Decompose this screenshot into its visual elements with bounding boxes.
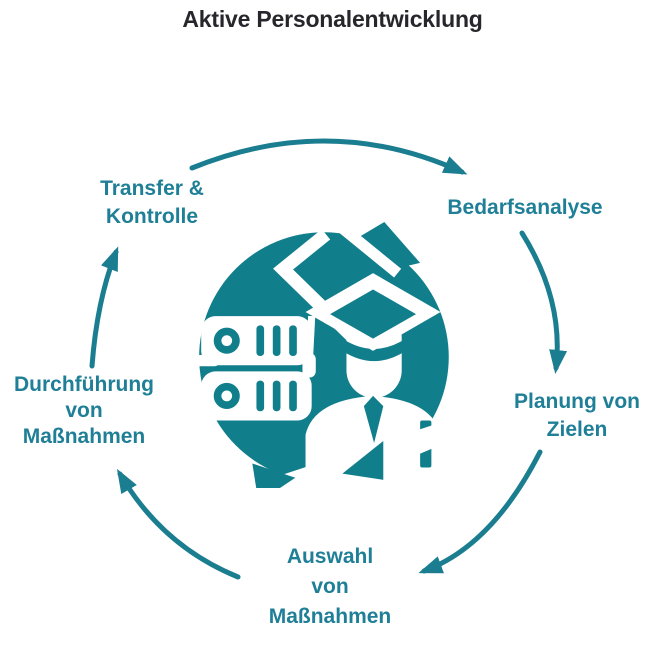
server-slot-icon	[256, 380, 265, 412]
step-label-transfer-kontrolle: Transfer & Kontrolle	[100, 177, 204, 228]
arc-auswahl-to-durchfuehrung-icon	[116, 468, 241, 580]
arc-planung-to-auswahl-icon	[418, 449, 543, 574]
center-icon	[193, 222, 459, 503]
graduate-tie	[363, 395, 384, 443]
arc-bedarfsanalyse-to-planung-icon	[519, 230, 568, 374]
server-handle	[193, 355, 220, 367]
server-slot-icon	[272, 325, 281, 357]
server-slot-icon	[289, 325, 297, 357]
step-label-planung-von-zielen: Planung von Zielen	[514, 390, 640, 441]
graduate-with-servers-cycle-icon	[193, 222, 455, 503]
cycle-arrow-tip	[342, 440, 384, 480]
page-title: Aktive Personalentwicklung	[182, 6, 483, 32]
step-label-bedarfsanalyse: Bedarfsanalyse	[447, 196, 603, 219]
step-label-auswahl-von-massnahmen: Auswahl von Maßnahmen	[268, 545, 392, 628]
server-slot-icon	[289, 380, 297, 412]
graduate-tassel-icon	[302, 352, 316, 378]
arc-durchfuehrung-to-transfer-icon	[89, 246, 119, 369]
server-led-bottom-icon	[213, 382, 240, 409]
server-led-top-icon	[213, 327, 240, 354]
server-slot-icon	[256, 325, 265, 357]
step-label-durchfuehrung-von-massnahmen: Durchführung von Maßnahmen	[14, 373, 154, 448]
server-slot-icon	[272, 380, 281, 412]
arc-transfer-to-bedarfsanalyse-icon	[189, 138, 468, 175]
cycle-arrow-fin	[346, 222, 421, 276]
graduate-tassel-cord	[306, 315, 316, 356]
cycle-gap-notch	[338, 223, 402, 278]
